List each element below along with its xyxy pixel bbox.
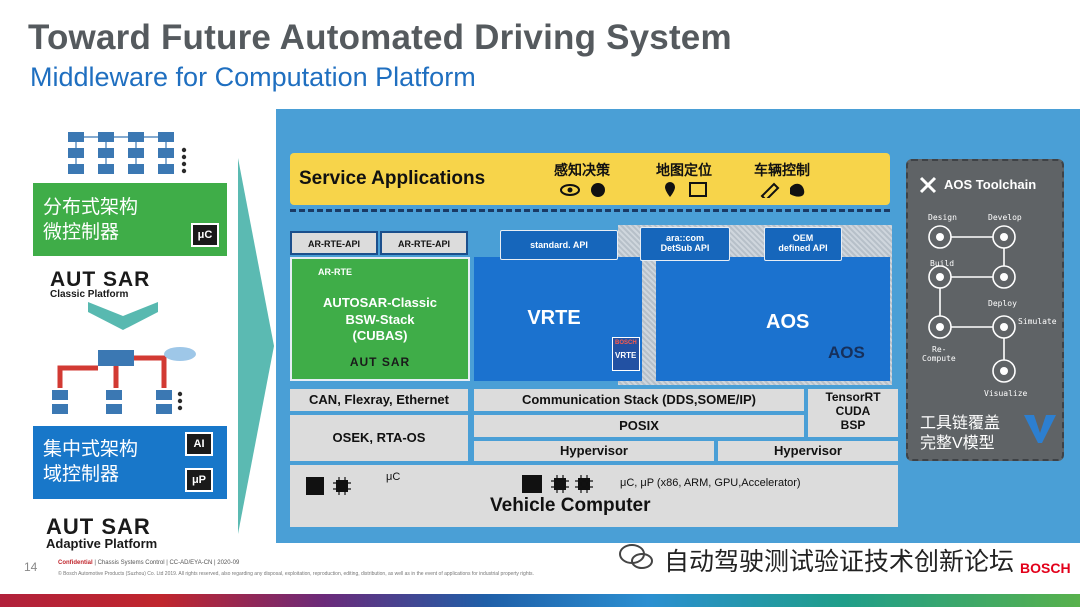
footer-meta: Confidential | Chassis Systems Control |… <box>58 560 239 566</box>
design-label: Design <box>928 213 957 222</box>
recompute-label-1: Re- <box>932 345 947 354</box>
hypervisor-box-2: Hypervisor <box>718 441 898 461</box>
recompute-label-2: Compute <box>922 354 956 363</box>
perception-decision-label: 感知决策 <box>554 162 610 178</box>
microcontroller-chip-icon: μC <box>191 223 219 247</box>
hypervisor-box-1: Hypervisor <box>474 441 714 461</box>
toolchain-cn-line1: 工具链覆盖 <box>920 415 1001 432</box>
aos-api2-line1: OEM <box>792 233 814 243</box>
centralized-network-icon <box>52 347 196 414</box>
vehicle-control-label: 车辆控制 <box>754 162 810 178</box>
ai-stack-line1: TensorRT <box>825 390 881 404</box>
communication-stack-box: Communication Stack (DDS,SOME/IP) <box>474 389 804 411</box>
aos-api2-line2: defined API <box>778 243 828 253</box>
distributed-network-icon <box>68 132 187 174</box>
microprocessor-chip-icon: μP <box>185 468 213 492</box>
osek-rta-os-box: OSEK, RTA-OS <box>290 415 468 461</box>
ar-rte-label: AR-RTE <box>318 267 352 277</box>
tools-icon <box>919 176 937 194</box>
autosar-adaptive-platform-label: Adaptive Platform <box>46 536 158 551</box>
map-localization-label: 地图定位 <box>656 162 712 178</box>
visualize-label: Visualize <box>984 389 1028 398</box>
standard-api-box: standard. API <box>500 230 618 260</box>
simulate-label: Simulate <box>1018 317 1057 326</box>
watermark-text: 自动驾驶测试验证技术创新论坛 <box>664 548 1015 576</box>
vrte-product-box: BOSCH VRTE <box>612 337 640 371</box>
autosar-small-logo: AUT SAR <box>349 355 411 369</box>
autosar-classic-line1: AUTOSAR-Classic <box>323 295 437 310</box>
vrte-box-brand: BOSCH <box>615 340 637 346</box>
vehicle-control-icons <box>760 182 805 198</box>
aos-block: AOS AOS <box>656 257 890 381</box>
autosar-classic-stack-box: AR-RTE AUTOSAR-Classic BSW-Stack (CUBAS)… <box>290 257 470 381</box>
aos-toolchain-title: AOS Toolchain <box>944 177 1037 192</box>
distributed-line1: 分布式架构 <box>43 197 139 218</box>
deploy-label: Deploy <box>988 299 1017 308</box>
centralized-line2: 域控制器 <box>43 464 120 485</box>
confidential-label: Confidential <box>58 560 93 566</box>
page-subtitle: Middleware for Computation Platform <box>30 62 476 92</box>
autosar-classic-platform-label: Classic Platform <box>50 289 129 300</box>
aos-api-box-1: ara::com DetSub API <box>640 227 730 261</box>
can-flexray-ethernet-box: CAN, Flexray, Ethernet <box>290 389 468 411</box>
ai-stack-box: TensorRT CUDA BSP <box>808 389 898 437</box>
ai-chip-icon: AI <box>185 432 213 456</box>
vrte-label: VRTE <box>527 307 581 329</box>
service-applications-bar: Service Applications 感知决策 地图定位 车辆控制 <box>290 153 890 205</box>
arrow-right-icon <box>238 158 274 534</box>
footer-meta-text: | Chassis Systems Control | CC-AD/EYA-CN… <box>92 560 240 566</box>
uc-label: μC <box>386 471 401 483</box>
build-label: Build <box>930 259 955 268</box>
vrte-block: VRTE BOSCH VRTE <box>474 257 642 381</box>
architecture-panel: Service Applications 感知决策 地图定位 车辆控制 AR-R… <box>276 109 1080 543</box>
distributed-architecture-box: 分布式架构 微控制器 μC <box>33 183 227 256</box>
autosar-classic-line3: (CUBAS) <box>352 328 408 343</box>
v-model-cycle-icon <box>928 225 1016 383</box>
supergraphic-bar <box>0 594 1080 607</box>
vehicle-computer-label: Vehicle Computer <box>490 495 651 516</box>
aos-api-box-2: OEM defined API <box>764 227 842 261</box>
microcontroller-chip-icons <box>306 477 351 495</box>
centralized-architecture-box: 集中式架构 域控制器 AI μP <box>33 426 227 499</box>
service-applications-title: Service Applications <box>299 168 486 189</box>
aos-logo: AOS <box>828 343 865 362</box>
up-label: μC, μP (x86, ARM, GPU,Accelerator) <box>620 477 801 489</box>
toolchain-cn-line2: 完整V模型 <box>920 435 995 452</box>
autosar-classic-logo: AUT SAR <box>50 268 151 291</box>
posix-box: POSIX <box>474 415 804 437</box>
map-location-icons <box>665 182 707 197</box>
aos-api1-line2: DetSub API <box>660 243 710 253</box>
aos-toolchain-panel: AOS Toolchain Design Develop Build Deplo… <box>906 159 1064 461</box>
v-model-logo-icon <box>1024 415 1056 443</box>
develop-label: Develop <box>988 213 1022 222</box>
wechat-icon <box>619 544 653 569</box>
dashed-separator <box>290 209 890 212</box>
distributed-line2: 微控制器 <box>43 222 120 243</box>
page-title: Toward Future Automated Driving System <box>28 18 732 57</box>
copyright-text: © Bosch Automotive Products (Suzhou) Co.… <box>58 571 534 577</box>
page-number: 14 <box>24 560 38 574</box>
aos-api1-line1: ara::com <box>665 233 704 243</box>
ai-stack-line3: BSP <box>840 418 866 432</box>
perception-icons <box>560 183 605 197</box>
ai-stack-line2: CUDA <box>835 404 871 418</box>
aos-label: AOS <box>766 311 810 333</box>
ar-rte-api-tab-1: AR-RTE-API <box>290 231 378 255</box>
bosch-brand: BOSCH <box>1020 560 1071 576</box>
centralized-line1: 集中式架构 <box>43 439 139 460</box>
processor-chip-icons <box>522 475 593 493</box>
vrte-box-label: VRTE <box>615 351 637 360</box>
autosar-classic-line2: BSW-Stack <box>345 312 415 327</box>
autosar-adaptive-logo: AUT SAR <box>46 514 151 539</box>
chevron-down-icon <box>88 302 158 330</box>
ar-rte-api-tab-2: AR-RTE-API <box>380 231 468 255</box>
vehicle-computer-box: μC μC, μP (x86, ARM, GPU,Accelerator) Ve… <box>290 465 898 527</box>
